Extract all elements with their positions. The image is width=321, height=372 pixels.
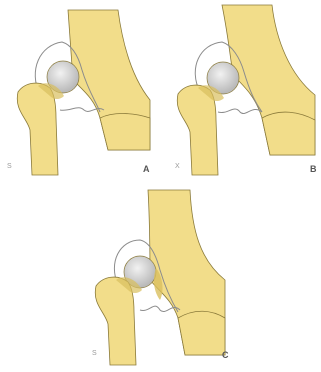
panel-a-ischium [100,114,150,151]
panel-b-side-label: X [175,163,180,170]
panel-c-ischium [178,311,225,355]
panel-a-illustration [17,10,150,175]
panel-a-side-label: S [7,163,12,170]
panel-c-side-label: S [92,350,97,357]
panel-b-illustration [177,5,315,175]
panel-b-ischium [262,112,315,155]
panel-a-label: A [143,164,150,174]
panel-c-illustration [95,190,225,365]
panel-b-label: B [310,164,317,174]
panel-c-label: C [222,350,229,360]
